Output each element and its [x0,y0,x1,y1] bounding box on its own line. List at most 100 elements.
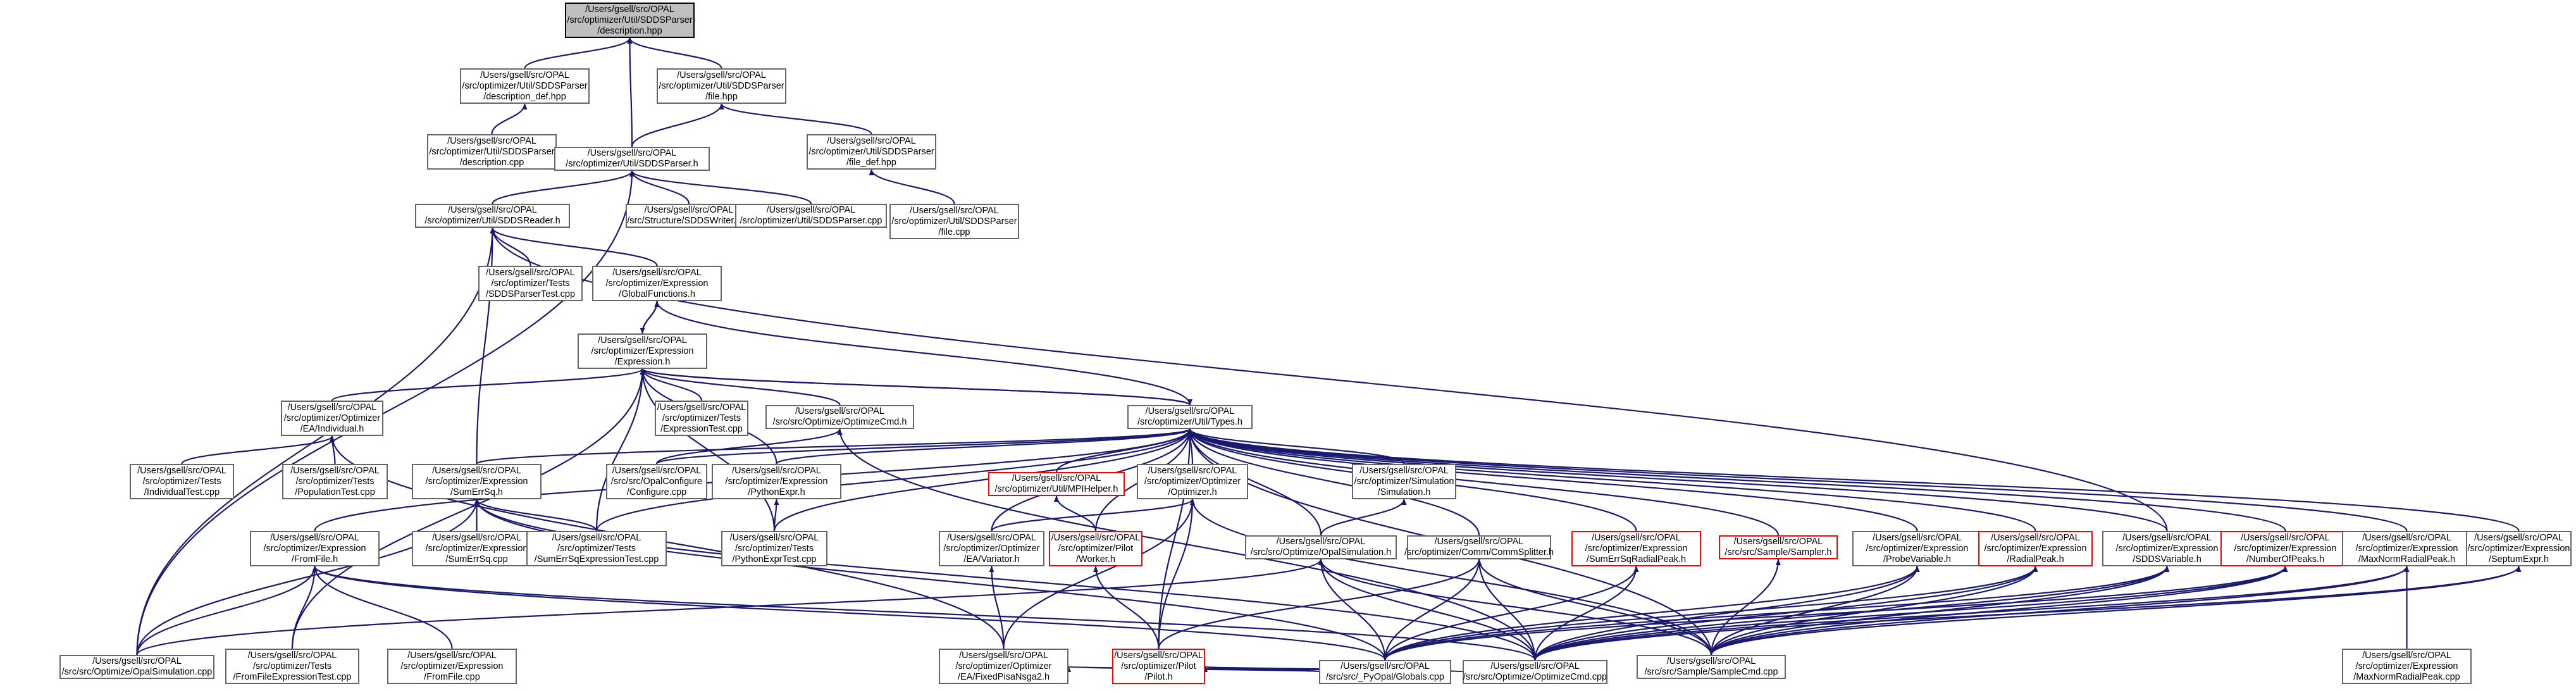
include-edge [331,368,645,402]
include-edge [1003,499,1195,649]
node-types-h[interactable]: /Users/gsell/src/OPAL /src/optimizer/Uti… [1127,405,1253,429]
node-pyopal-globals-cpp[interactable]: /Users/gsell/src/OPAL /src/src/_PyOpal/G… [1319,660,1451,684]
include-edge [1534,566,1639,661]
include-edge [776,428,1192,465]
include-edge [474,499,1386,661]
node-simulation-h[interactable]: /Users/gsell/src/OPAL /src/optimizer/Sim… [1352,464,1456,499]
include-edge [631,103,724,147]
node-globalfunctions-h[interactable]: /Users/gsell/src/OPAL /src/optimizer/Exp… [592,266,722,301]
include-edge [1384,566,1920,661]
node-opalsimulation-h[interactable]: /Users/gsell/src/OPAL /src/src/Optimize/… [1245,535,1397,559]
node-pilot-h[interactable]: /Users/gsell/src/OPAL /src/optimizer/Pil… [1112,649,1205,684]
node-numberofpeaks-h[interactable]: /Users/gsell/src/OPAL /src/optimizer/Exp… [2220,531,2350,566]
node-populationtest-cpp[interactable]: /Users/gsell/src/OPAL /src/optimizer/Tes… [282,464,388,499]
include-edge [773,428,1192,532]
include-edge [989,566,1005,649]
node-sumerrsqradialpeak-h[interactable]: /Users/gsell/src/OPAL /src/optimizer/Exp… [1571,531,1701,566]
node-sddswriter-cpp[interactable]: /Users/gsell/src/OPAL /src/Structure/SDD… [626,204,752,228]
node-samplecmd-cpp[interactable]: /Users/gsell/src/OPAL /src/src/Sample/Sa… [1637,655,1786,679]
node-fromfile-cpp[interactable]: /Users/gsell/src/OPAL /src/optimizer/Exp… [387,649,517,684]
include-edge [640,301,658,334]
node-sddsparsertest-cpp[interactable]: /Users/gsell/src/OPAL /src/optimizer/Tes… [478,266,583,301]
node-individualtest-cpp[interactable]: /Users/gsell/src/OPAL /src/optimizer/Tes… [130,464,234,499]
include-edge [291,368,645,649]
node-sumerrsqexpressiontest-cpp[interactable]: /Users/gsell/src/OPAL /src/optimizer/Tes… [526,531,667,566]
dependency-edges [136,37,2522,673]
include-edge [1158,428,1192,649]
include-edge [640,368,841,406]
include-edge [136,499,480,656]
include-edge [1318,559,1386,661]
include-edge [1187,428,1918,532]
node-optimizecmd-h[interactable]: /Users/gsell/src/OPAL /src/src/Optimize/… [765,405,914,429]
include-edge [1318,559,1712,656]
node-sumerrsq-cpp[interactable]: /Users/gsell/src/OPAL /src/optimizer/Exp… [412,531,542,566]
include-edge [719,103,872,135]
include-edge [1187,428,2286,532]
node-mpihelper-h[interactable]: /Users/gsell/src/OPAL /src/optimizer/Uti… [988,472,1125,496]
include-edge [991,499,1195,532]
include-edge [1187,428,2036,532]
node-pythonexprtest-cpp[interactable]: /Users/gsell/src/OPAL /src/optimizer/Tes… [721,531,827,566]
include-edge [1384,566,2038,661]
include-edge [491,103,528,135]
include-edge [640,368,703,401]
node-maxnormradialpeak-cpp[interactable]: /Users/gsell/src/OPAL /src/optimizer/Exp… [2342,649,2472,684]
include-edge [1318,559,1536,661]
include-edge [655,428,843,464]
include-edge [1534,566,2522,661]
node-file-cpp[interactable]: /Users/gsell/src/OPAL /src/optimizer/Uti… [889,204,1019,239]
include-edge [1320,499,1407,536]
node-fromfile-h[interactable]: /Users/gsell/src/OPAL /src/optimizer/Exp… [250,531,380,566]
include-edge [524,37,633,69]
include-edge [1710,566,2410,656]
node-variator-h[interactable]: /Users/gsell/src/OPAL /src/optimizer/Opt… [939,531,1044,566]
node-opalsimulation-cpp[interactable]: /Users/gsell/src/OPAL /src/src/Optimize/… [59,655,214,679]
include-edge [655,428,1192,465]
node-sddsvariable-h[interactable]: /Users/gsell/src/OPAL /src/optimizer/Exp… [2102,531,2232,566]
include-edge [181,435,335,464]
node-description-def-hpp[interactable]: /Users/gsell/src/OPAL /src/optimizer/Uti… [460,68,590,104]
node-sumerrsq-h[interactable]: /Users/gsell/src/OPAL /src/optimizer/Exp… [412,464,542,499]
node-configure-cpp[interactable]: /Users/gsell/src/OPAL /src/src/OpalConfi… [606,464,707,499]
node-description-cpp[interactable]: /Users/gsell/src/OPAL /src/optimizer/Uti… [427,134,557,170]
include-edge [1384,566,1639,661]
include-edge [291,566,318,649]
node-fixedpisansga2-h[interactable]: /Users/gsell/src/OPAL /src/optimizer/Opt… [939,649,1068,684]
node-sddsparser-cpp[interactable]: /Users/gsell/src/OPAL /src/optimizer/Uti… [735,204,887,228]
node-probevariable-h[interactable]: /Users/gsell/src/OPAL /src/optimizer/Exp… [1852,531,1982,566]
node-expressiontest-cpp[interactable]: /Users/gsell/src/OPAL /src/optimizer/Tes… [655,401,748,436]
include-edge [312,566,1536,661]
include-edge [1187,428,1480,536]
include-edge [627,37,633,147]
include-edge [1384,566,2288,661]
include-edge [1158,499,1195,649]
node-expression-h[interactable]: /Users/gsell/src/OPAL /src/optimizer/Exp… [578,333,707,369]
node-septumexpr-h[interactable]: /Users/gsell/src/OPAL /src/optimizer/Exp… [2466,531,2572,566]
node-sddsreader-h[interactable]: /Users/gsell/src/OPAL /src/optimizer/Uti… [415,204,570,228]
node-worker-h[interactable]: /Users/gsell/src/OPAL /src/optimizer/Pil… [1049,531,1142,566]
node-maxnormradialpeak-h[interactable]: /Users/gsell/src/OPAL /src/optimizer/Exp… [2342,531,2472,566]
node-commsplitter-h[interactable]: /Users/gsell/src/OPAL /src/optimizer/Com… [1404,535,1554,559]
node-optimizecmd-cpp[interactable]: /Users/gsell/src/OPAL /src/src/Optimize/… [1463,660,1607,684]
include-edge [627,37,722,69]
include-edge [1187,428,2408,532]
node-fromfileexpressiontest-cpp[interactable]: /Users/gsell/src/OPAL /src/optimizer/Tes… [225,649,359,684]
include-edge [1384,566,2170,661]
include-edge [1477,559,1536,661]
include-edge [773,499,779,532]
include-edge [654,301,1191,406]
node-file-hpp[interactable]: /Users/gsell/src/OPAL /src/optimizer/Uti… [657,68,786,104]
node-sddsparser-h[interactable]: /Users/gsell/src/OPAL /src/optimizer/Uti… [554,147,710,171]
node-pythonexpr-h[interactable]: /Users/gsell/src/OPAL /src/optimizer/Exp… [712,464,841,499]
node-file-def-hpp[interactable]: /Users/gsell/src/OPAL /src/optimizer/Uti… [807,134,936,170]
node-radialpeak-h[interactable]: /Users/gsell/src/OPAL /src/optimizer/Exp… [1978,531,2093,566]
node-sampler-h[interactable]: /Users/gsell/src/OPAL /src/src/Sample/Sa… [1719,535,1838,559]
node-individual-h[interactable]: /Users/gsell/src/OPAL /src/optimizer/Opt… [281,401,383,436]
include-edge [136,559,1323,656]
include-edge [837,428,1536,661]
node-optimizer-h[interactable]: /Users/gsell/src/OPAL /src/optimizer/Opt… [1137,464,1248,499]
include-edge [136,170,635,656]
include-edge [1187,428,2168,532]
